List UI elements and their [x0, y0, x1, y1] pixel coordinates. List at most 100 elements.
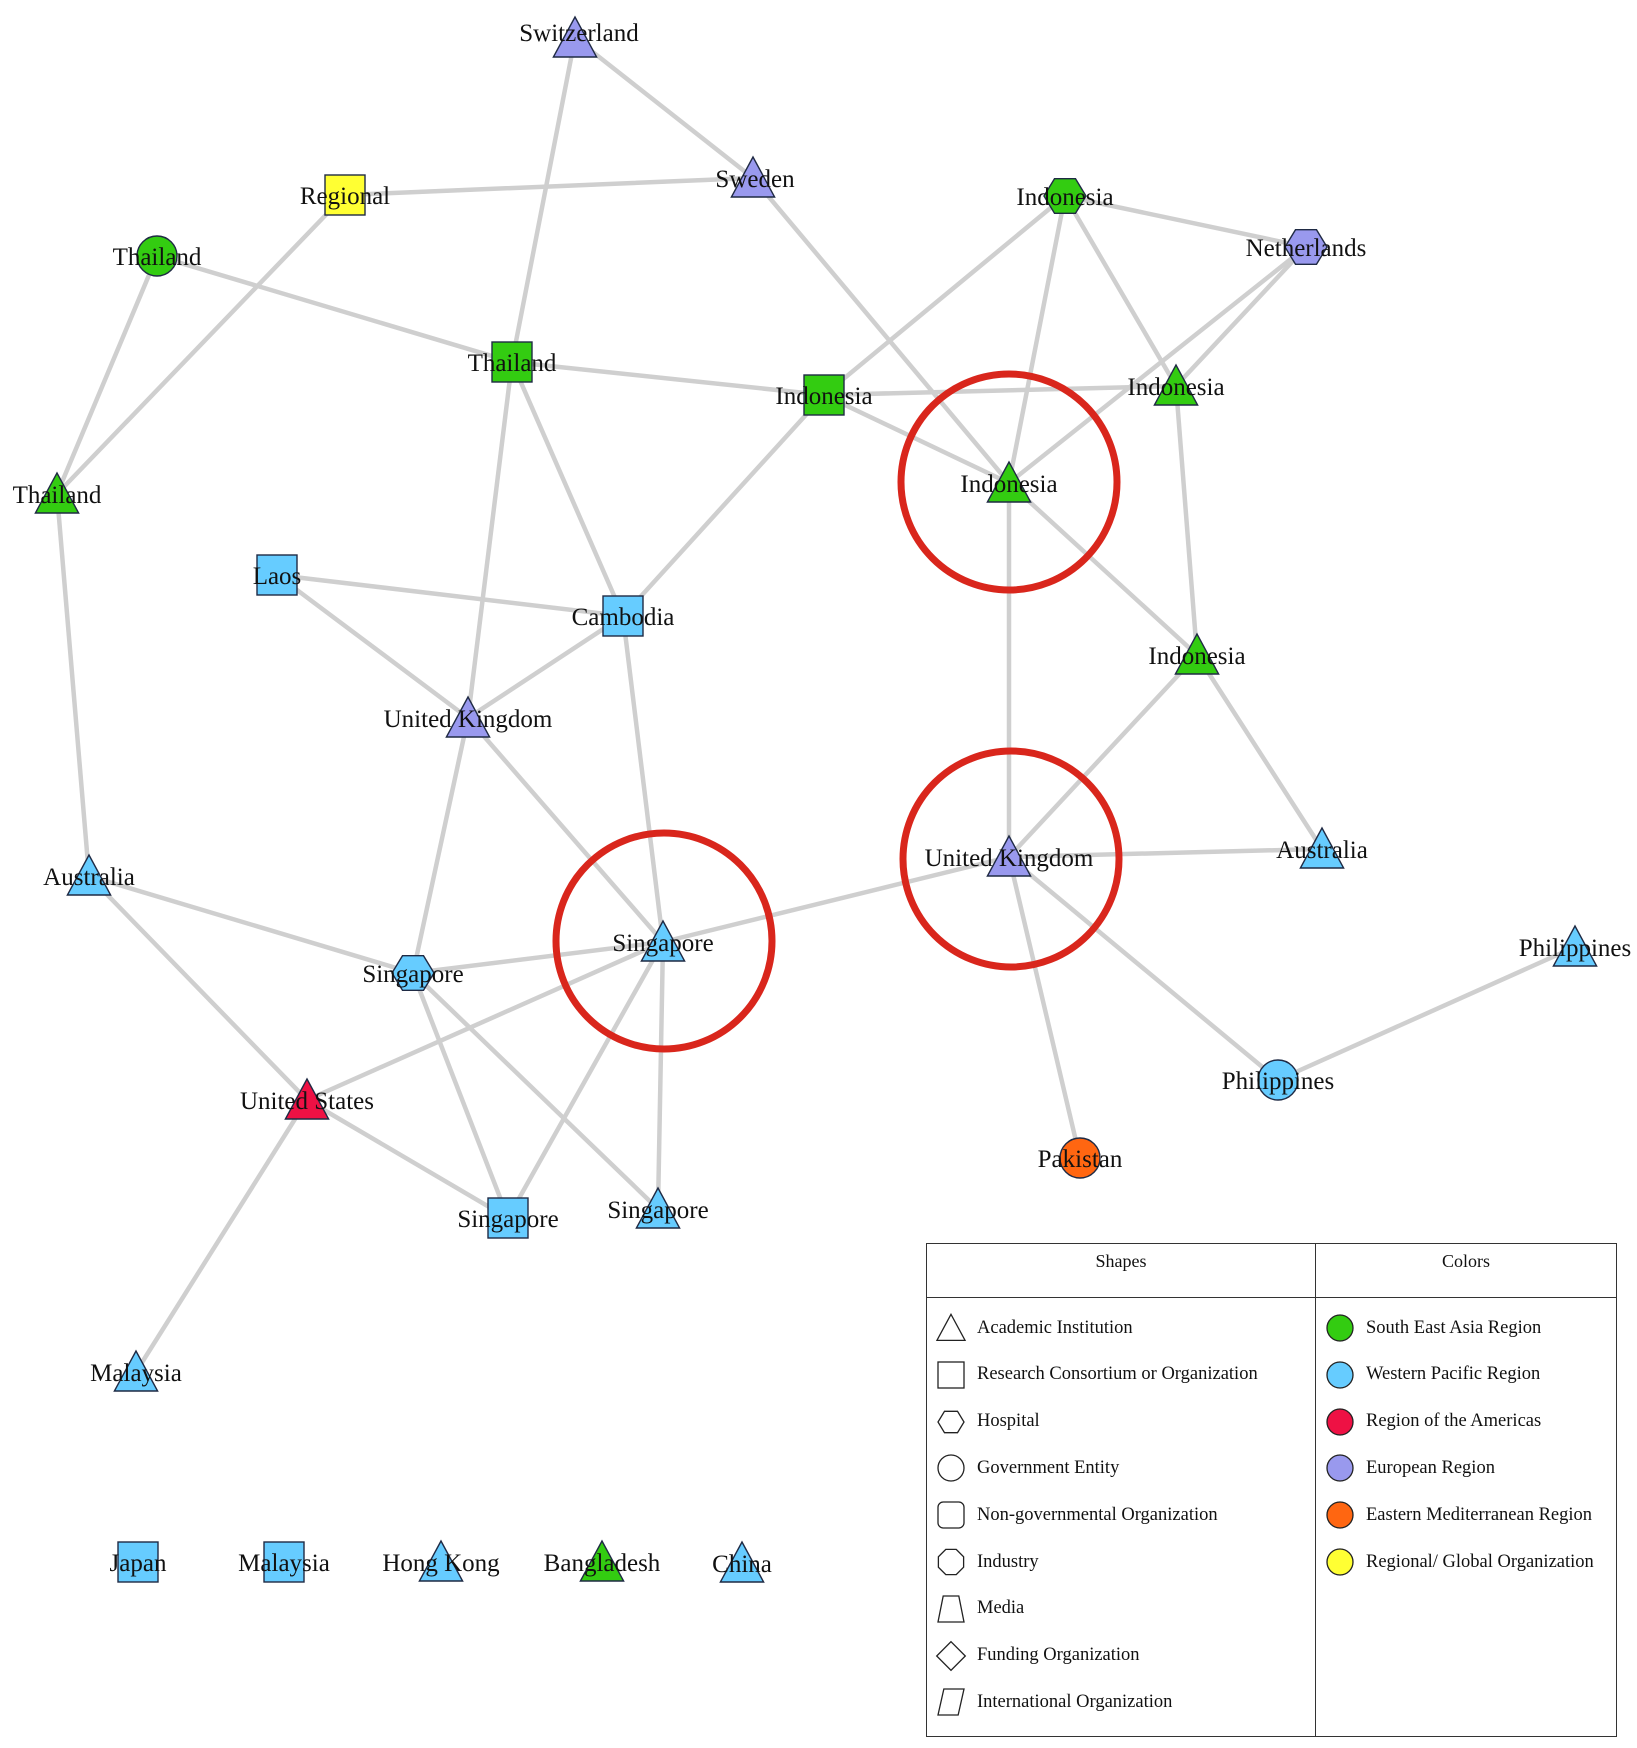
- node-laos[interactable]: Laos: [253, 554, 302, 596]
- node-singapore-acad2[interactable]: Singapore: [607, 1186, 709, 1229]
- triangle-icon: [935, 1312, 967, 1342]
- node-australia2[interactable]: Australia: [1276, 826, 1368, 869]
- color-swatch-icon: [1326, 1407, 1354, 1436]
- legend-shape-label: Research Consortium or Organization: [977, 1364, 1258, 1385]
- edge-regional-sweden: [342, 175, 756, 198]
- edge-indonesia_hosp-indonesia_acad1: [1062, 193, 1179, 389]
- legend-color-item: South East Asia Region: [1316, 1308, 1541, 1348]
- node-label: Switzerland: [519, 20, 639, 47]
- node-label: Singapore: [612, 930, 713, 957]
- node-label: Indonesia: [1148, 643, 1245, 670]
- edge-thailand_org-indonesia_org: [509, 359, 827, 398]
- node-indonesia-org[interactable]: Indonesia: [775, 374, 873, 416]
- node-label: Cambodia: [572, 604, 675, 631]
- node-label: United Kingdom: [384, 706, 553, 733]
- legend-shape-item: Media: [927, 1589, 1024, 1629]
- node-bangladesh[interactable]: Bangladesh: [544, 1539, 661, 1582]
- triangle-marker: [1174, 632, 1220, 675]
- edge-australia1-usa: [86, 873, 310, 1103]
- edge-australia1-singapore_hosp: [86, 873, 416, 976]
- legend-shape-label: Academic Institution: [977, 1317, 1133, 1338]
- node-uk1[interactable]: United Kingdom: [384, 695, 553, 738]
- edge-indonesia_hosp-netherlands: [1062, 193, 1309, 250]
- edge-laos-cambodia: [274, 572, 626, 619]
- edge-indonesia_acad3-australia2: [1194, 652, 1325, 852]
- edge-layer: [54, 35, 1578, 1375]
- edge-thailand_gov-thailand_acad: [54, 253, 160, 497]
- node-hongkong[interactable]: Hong Kong: [382, 1539, 500, 1582]
- node-netherlands[interactable]: Netherlands: [1246, 229, 1367, 265]
- edge-indonesia_acad3-uk2: [1006, 652, 1200, 860]
- triangle-marker: [640, 919, 686, 962]
- node-indonesia-acad2[interactable]: Indonesia: [960, 460, 1058, 503]
- edge-uk2-australia2: [1006, 846, 1325, 860]
- circle-icon: [937, 1454, 965, 1483]
- legend-shape-label: Government Entity: [977, 1457, 1120, 1478]
- legend-color-label: Eastern Mediterranean Region: [1366, 1504, 1593, 1525]
- legend-shape-label: Media: [977, 1598, 1025, 1619]
- edge-indonesia_org-indonesia_acad2: [821, 392, 1012, 486]
- edge-indonesia_acad2-indonesia_acad3: [1006, 480, 1200, 658]
- hexagon-marker: [391, 955, 435, 991]
- node-label: China: [712, 1551, 772, 1578]
- edge-indonesia_org-cambodia: [620, 392, 827, 619]
- node-thailand-acad[interactable]: Thailand: [13, 471, 102, 514]
- triangle-marker: [579, 1539, 625, 1582]
- edge-philippines_gov-philippines_acad: [1275, 944, 1578, 1083]
- node-pakistan[interactable]: Pakistan: [1038, 1137, 1123, 1179]
- node-cambodia[interactable]: Cambodia: [572, 595, 675, 637]
- octagon-icon: [937, 1548, 965, 1576]
- node-australia1[interactable]: Australia: [43, 853, 135, 896]
- rounded-square-icon: [937, 1501, 965, 1529]
- legend-color-item: Regional/ Global Organization: [1316, 1542, 1594, 1582]
- node-label: Sweden: [715, 166, 795, 193]
- node-regional[interactable]: Regional: [300, 174, 390, 216]
- node-malaysia-org[interactable]: Malaysia: [238, 1541, 330, 1583]
- node-malaysia-acad[interactable]: Malaysia: [90, 1349, 182, 1392]
- node-china[interactable]: China: [712, 1540, 772, 1583]
- node-label: Indonesia: [960, 471, 1057, 498]
- edge-cambodia-singapore_acad1: [620, 613, 666, 945]
- node-japan[interactable]: Japan: [110, 1541, 167, 1583]
- node-singapore-hosp[interactable]: Singapore: [362, 955, 464, 991]
- node-singapore-acad1[interactable]: Singapore: [612, 919, 714, 962]
- edge-cambodia-uk1: [465, 613, 626, 721]
- node-label: Singapore: [362, 961, 463, 988]
- node-usa[interactable]: United States: [240, 1077, 374, 1120]
- legend-shape-item: Hospital: [927, 1402, 1040, 1442]
- legend-shape-item: Industry: [927, 1542, 1039, 1582]
- node-thailand-gov[interactable]: Thailand: [113, 235, 202, 277]
- edge-uk2-philippines_gov: [1006, 854, 1281, 1083]
- node-sweden[interactable]: Sweden: [715, 155, 795, 198]
- node-philippines-gov[interactable]: Philippines: [1222, 1059, 1335, 1101]
- legend-color-item: Region of the Americas: [1316, 1402, 1541, 1442]
- node-indonesia-hosp[interactable]: Indonesia: [1016, 178, 1114, 214]
- node-philippines-acad[interactable]: Philippines: [1519, 924, 1632, 967]
- triangle-marker: [284, 1077, 330, 1120]
- node-uk2[interactable]: United Kingdom: [925, 834, 1094, 877]
- hexagon-marker: [1284, 229, 1328, 265]
- triangle-marker: [552, 15, 598, 58]
- color-swatch-icon: [1326, 1454, 1354, 1483]
- circle-marker: [1257, 1059, 1299, 1101]
- node-switzerland[interactable]: Switzerland: [519, 15, 639, 58]
- node-indonesia-acad3[interactable]: Indonesia: [1148, 632, 1246, 675]
- square-marker: [602, 595, 644, 637]
- node-label: Singapore: [607, 1197, 708, 1224]
- color-swatch-icon: [1326, 1501, 1354, 1529]
- node-indonesia-acad1[interactable]: Indonesia: [1127, 363, 1225, 406]
- node-label: Malaysia: [90, 1360, 182, 1387]
- node-thailand-org[interactable]: Thailand: [468, 341, 557, 383]
- hexagon-marker: [1043, 178, 1087, 214]
- node-singapore-org[interactable]: Singapore: [457, 1197, 559, 1239]
- triangle-marker: [1153, 363, 1199, 406]
- circle-marker: [1059, 1137, 1101, 1179]
- node-label: Pakistan: [1038, 1146, 1123, 1173]
- node-label: Hong Kong: [382, 1550, 500, 1577]
- node-label: Malaysia: [238, 1550, 330, 1577]
- edge-singapore_acad1-uk2: [660, 854, 1012, 945]
- node-label: Philippines: [1519, 935, 1632, 962]
- highlight-circle-singapore-acad1: [552, 829, 776, 1053]
- node-label: Japan: [110, 1550, 167, 1577]
